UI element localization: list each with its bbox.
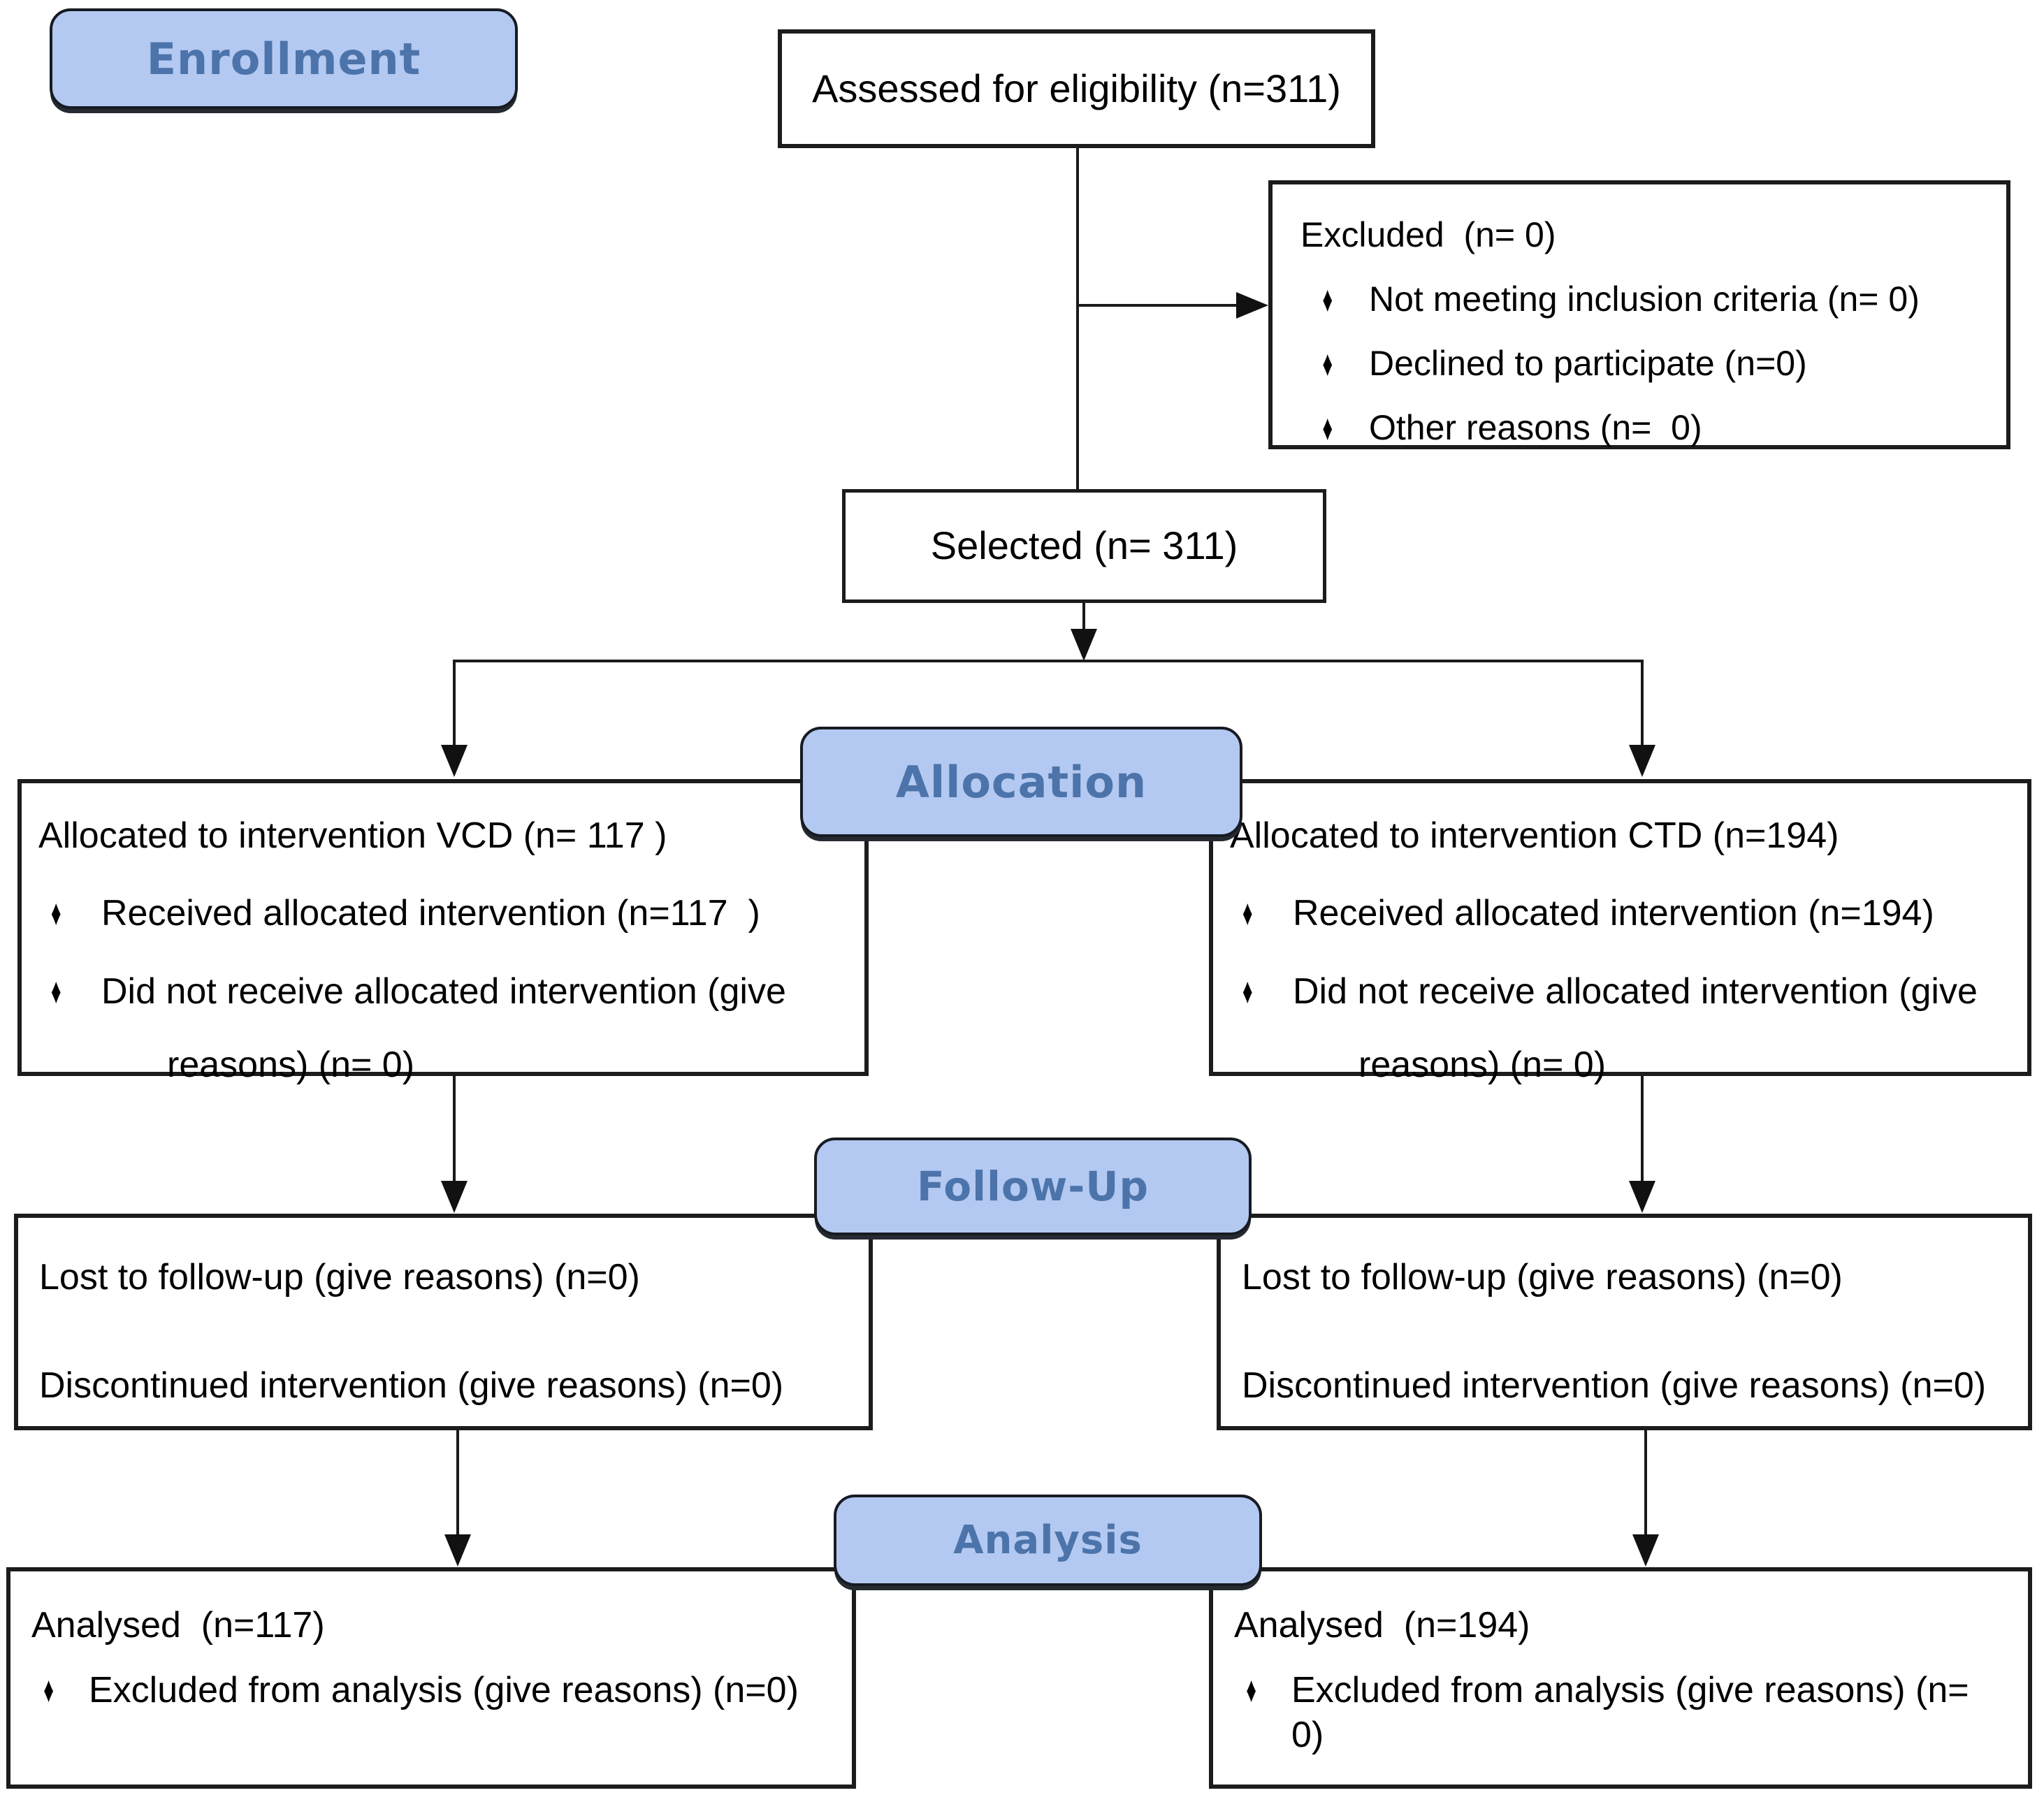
excluded-bullet-3: ♦ Other reasons (n= 0) [1300,407,1989,449]
selected-box: Selected (n= 311) [842,489,1326,603]
bullet-diamond-icon: ♦ [1242,893,1253,933]
followup-right-line-1: Lost to follow-up (give reasons) (n=0) [1242,1257,1843,1298]
connector-to-excluded [1076,304,1244,307]
drop-left-to-analysis [456,1428,459,1539]
branch-line [453,660,1644,662]
followup-label-text: Follow-Up [917,1163,1149,1210]
excluded-bullet-1: ♦ Not meeting inclusion criteria (n= 0) [1300,278,1989,320]
arrowhead-excluded [1236,292,1268,319]
stage-label-followup: Follow-Up [814,1138,1252,1235]
allocation-right-bullet-1: ♦ Received allocated intervention (n=194… [1230,892,2010,936]
excluded-title: Excluded (n= 0) [1300,215,1556,254]
drop-right-to-allocation [1641,660,1644,750]
excluded-bullet-2: ♦ Declined to participate (n=0) [1300,342,1989,384]
drop-left-to-followup [453,1075,456,1185]
excluded-bullet-2-text: Declined to participate (n=0) [1369,344,1807,383]
analysis-right-box: Analysed (n=194) ♦ Excluded from analysi… [1209,1567,2032,1789]
assessed-text: Assessed for eligibility (n=311) [812,66,1341,110]
followup-right-box: Lost to follow-up (give reasons) (n=0) D… [1217,1214,2032,1430]
excluded-box: Excluded (n= 0) ♦ Not meeting inclusion … [1268,180,2010,449]
allocation-left-box: Allocated to intervention VCD (n= 117 ) … [17,779,869,1085]
bullet-diamond-icon: ♦ [1242,971,1253,1012]
allocation-left-bullet-1-text: Received allocated intervention (n=117 ) [101,893,760,934]
analysis-label-text: Analysis [953,1518,1143,1563]
bullet-diamond-icon: ♦ [1322,408,1333,449]
excluded-bullet-3-text: Other reasons (n= 0) [1369,408,1702,447]
allocation-left-bullet-2-text: Did not receive allocated intervention (… [101,971,786,1012]
drop-right-to-analysis [1644,1428,1647,1539]
arrowhead-followup-right [1629,1181,1655,1213]
analysis-left-bullet-text: Excluded from analysis (give reasons) (n… [89,1670,799,1711]
followup-right-line-2: Discontinued intervention (give reasons)… [1242,1365,1987,1407]
stage-label-allocation: Allocation [800,727,1242,837]
allocation-right-box: Allocated to intervention CTD (n=194) ♦ … [1209,779,2031,1085]
assessed-eligibility-box: Assessed for eligibility (n=311) [778,29,1375,148]
analysis-right-title: Analysed (n=194) [1234,1605,1530,1645]
allocation-left-bullet-1: ♦ Received allocated intervention (n=117… [38,892,848,936]
allocation-right-bullet-1-text: Received allocated intervention (n=194) [1293,893,1934,934]
stage-label-enrollment: Enrollment [50,8,518,109]
arrowhead-branch-junction [1071,629,1097,661]
allocation-left-bullet-2: ♦ Did not receive allocated intervention… [38,970,848,1014]
allocation-right-bullet-2: ♦ Did not receive allocated intervention… [1230,970,2010,1014]
followup-left-line-1: Lost to follow-up (give reasons) (n=0) [39,1257,640,1298]
analysis-left-title: Analysed (n=117) [31,1605,325,1645]
followup-left-line-2: Discontinued intervention (give reasons)… [39,1365,784,1407]
analysis-left-box: Analysed (n=117) ♦ Excluded from analysi… [6,1567,856,1789]
bullet-diamond-icon: ♦ [50,893,61,933]
drop-left-to-allocation [453,660,456,750]
arrowhead-allocation-left [441,745,467,777]
bullet-diamond-icon: ♦ [43,1670,55,1710]
allocation-label-text: Allocation [895,756,1147,808]
arrowhead-analysis-left [444,1534,471,1567]
allocation-left-bullet-2-continuation: reasons) (n= 0) [167,1045,415,1086]
arrowhead-followup-left [441,1181,467,1213]
bullet-diamond-icon: ♦ [1322,279,1333,320]
connector-selected-to-branch [1082,601,1085,634]
allocation-left-title: Allocated to intervention VCD (n= 117 ) [38,815,667,856]
bullet-diamond-icon: ♦ [1322,344,1333,384]
allocation-right-title: Allocated to intervention CTD (n=194) [1230,815,1839,856]
selected-text: Selected (n= 311) [930,523,1238,568]
analysis-right-bullet: ♦ Excluded from analysis (give reasons) … [1234,1669,2011,1757]
drop-right-to-followup [1641,1075,1644,1185]
arrowhead-analysis-right [1632,1534,1659,1567]
allocation-right-bullet-2-continuation: reasons) (n= 0) [1358,1045,1607,1086]
excluded-bullet-1-text: Not meeting inclusion criteria (n= 0) [1369,279,1920,319]
enrollment-label-text: Enrollment [146,33,421,85]
analysis-right-bullet-text: Excluded from analysis (give reasons) (n… [1291,1670,1969,1755]
bullet-diamond-icon: ♦ [1246,1670,1257,1710]
analysis-left-bullet: ♦ Excluded from analysis (give reasons) … [31,1669,835,1713]
arrowhead-allocation-right [1629,745,1655,777]
connector-assessed-to-selected [1076,147,1079,490]
followup-left-box: Lost to follow-up (give reasons) (n=0) D… [14,1214,873,1430]
stage-label-analysis: Analysis [834,1495,1262,1586]
bullet-diamond-icon: ♦ [50,971,61,1012]
allocation-right-bullet-2-text: Did not receive allocated intervention (… [1293,971,1978,1012]
